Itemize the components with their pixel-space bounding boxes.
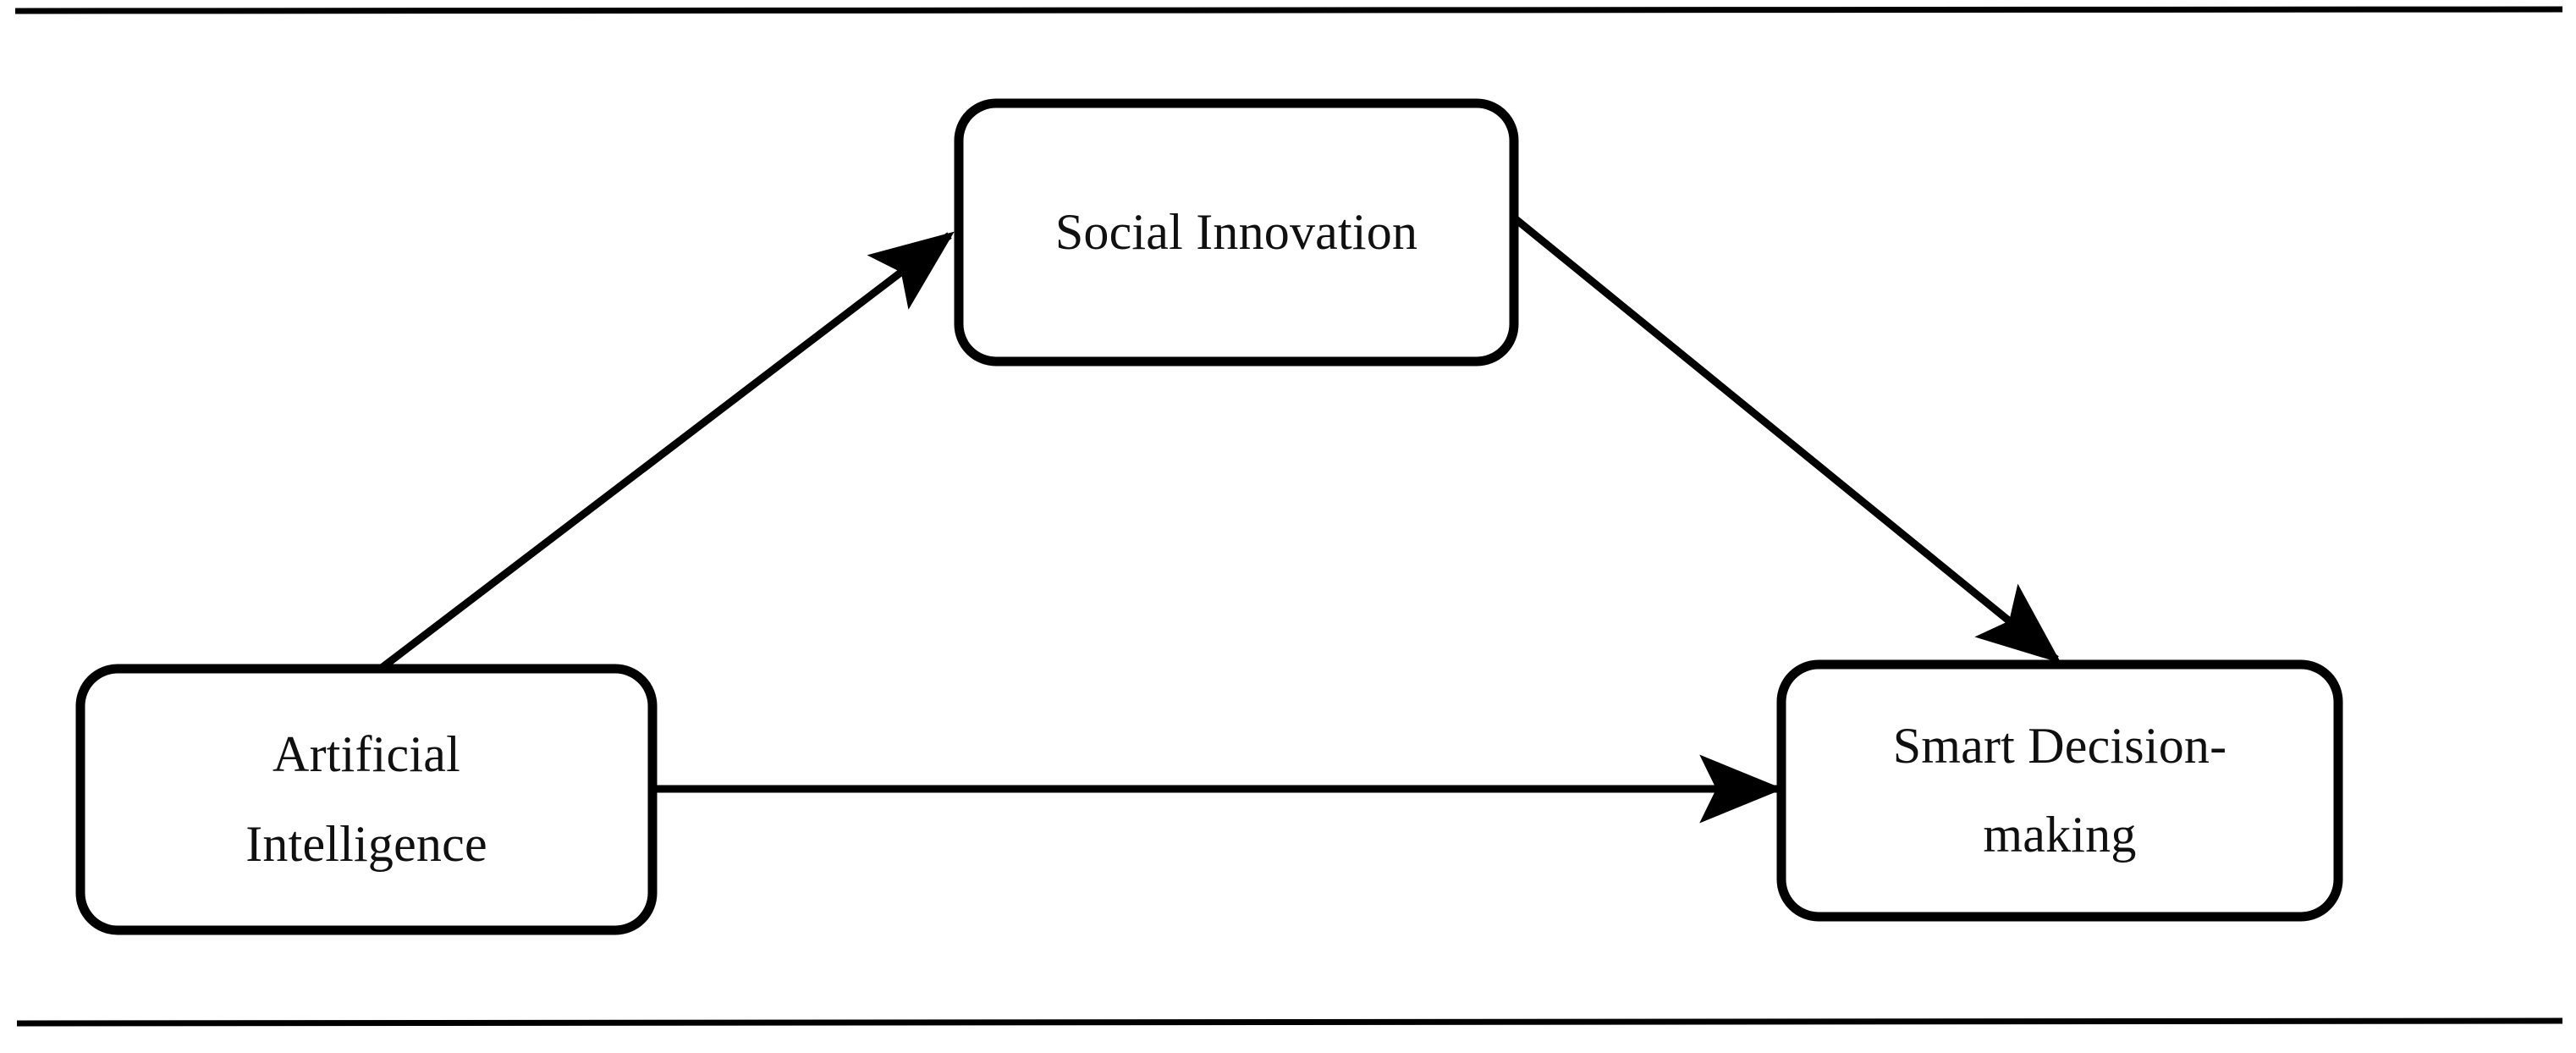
node-rect-artificial-intelligence[interactable] — [75, 664, 658, 935]
edge-social-innovation-to-smart-decision[interactable] — [1512, 215, 2061, 664]
node-rect-social-innovation[interactable] — [954, 98, 1519, 367]
node-rect-smart-decision-making[interactable] — [1776, 659, 2343, 922]
edge-ai-to-social-innovation[interactable] — [379, 231, 955, 671]
bottom-horizontal-rule — [16, 1017, 2563, 1027]
top-horizontal-rule — [14, 6, 2563, 14]
